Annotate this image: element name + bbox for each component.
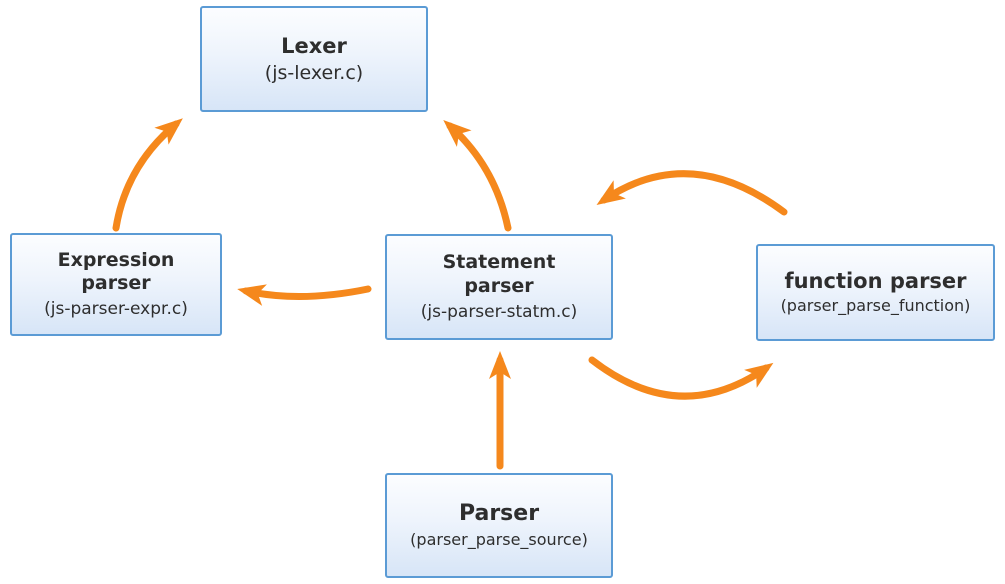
node-lexer-file: (js-lexer.c) <box>264 61 364 84</box>
arrow-statement-parser-to-expression-parser <box>237 284 372 306</box>
node-statement-parser-title-line2: parser <box>464 274 534 297</box>
node-parser-title: Parser <box>458 501 540 527</box>
arrow-statement-parser-to-function-parser <box>588 356 774 400</box>
node-statement-parser-file: (js-parser-statm.c) <box>420 301 578 322</box>
node-lexer: Lexer (js-lexer.c) <box>200 6 428 112</box>
node-function-parser: function parser (parser_parse_function) <box>756 244 995 341</box>
arrow-function-parser-to-statement-parser <box>596 170 788 216</box>
node-expression-parser: Expression parser (js-parser-expr.c) <box>10 233 222 336</box>
node-function-parser-file: (parser_parse_function) <box>780 296 971 316</box>
node-statement-parser-title-line1: Statement <box>442 251 556 274</box>
arrow-expression-parser-to-lexer <box>112 118 183 232</box>
node-statement-parser: Statement parser (js-parser-statm.c) <box>385 234 613 340</box>
node-parser: Parser (parser_parse_source) <box>385 473 613 578</box>
arrow-statement-parser-to-lexer <box>443 120 512 232</box>
node-expression-parser-title-line1: Expression <box>57 248 175 271</box>
node-expression-parser-file: (js-parser-expr.c) <box>44 299 188 320</box>
node-expression-parser-title-line2: parser <box>81 272 151 295</box>
node-function-parser-title: function parser <box>784 268 967 293</box>
node-parser-file: (parser_parse_source) <box>410 529 588 549</box>
node-lexer-title: Lexer <box>281 33 347 58</box>
